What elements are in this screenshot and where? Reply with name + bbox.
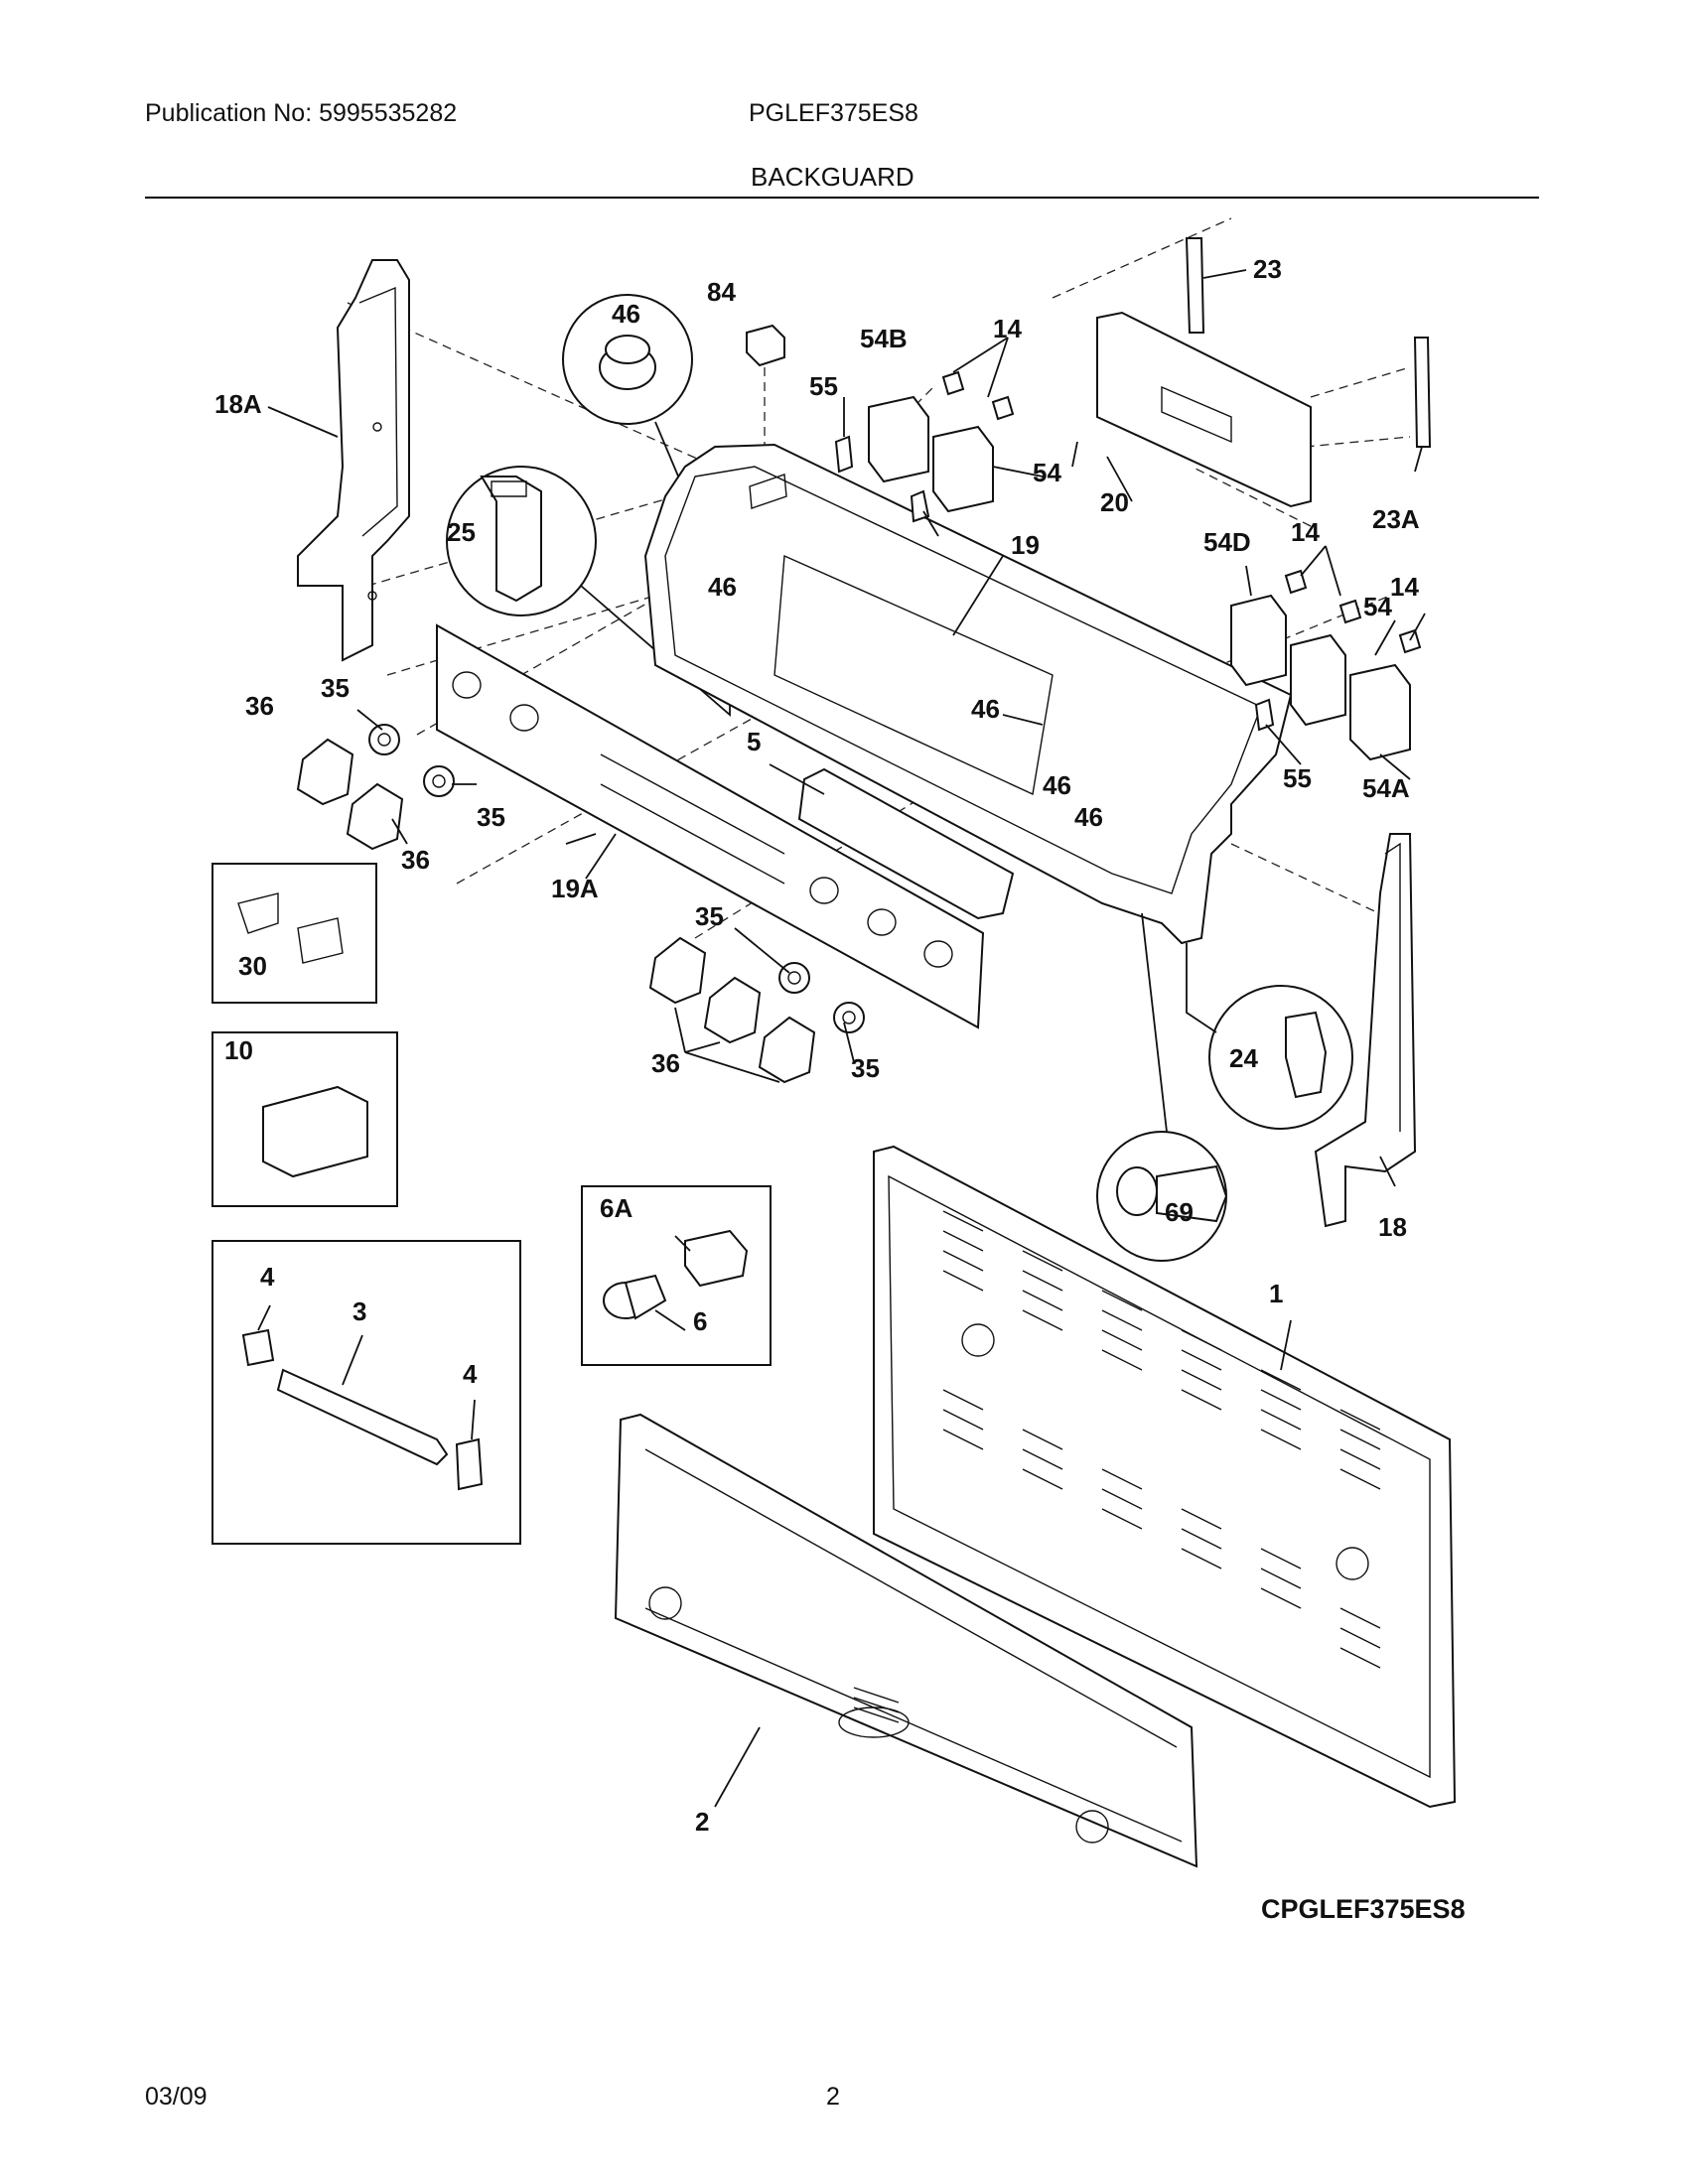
publication-number: Publication No: 5995535282 bbox=[145, 99, 458, 127]
callout-2: 2 bbox=[695, 1807, 709, 1837]
callout-14: 14 bbox=[993, 314, 1022, 343]
callout-19: 19 bbox=[1011, 530, 1040, 560]
callout-18a: 18A bbox=[214, 389, 262, 419]
callout-6a: 6A bbox=[600, 1193, 633, 1223]
callout-54: 54 bbox=[1033, 458, 1061, 487]
callout-54-b: 54 bbox=[1363, 592, 1392, 621]
side-bracket-left-18a bbox=[297, 259, 410, 662]
callout-36-c: 36 bbox=[651, 1048, 680, 1078]
callout-10: 10 bbox=[224, 1035, 253, 1065]
leader-lines bbox=[257, 269, 1426, 1808]
callout-4: 4 bbox=[260, 1262, 275, 1292]
callout-69: 69 bbox=[1165, 1197, 1194, 1227]
switches-top bbox=[834, 370, 1015, 523]
switches-right bbox=[1230, 569, 1422, 761]
header-divider bbox=[145, 197, 1539, 199]
detail-box-3-4 bbox=[211, 1240, 521, 1545]
vent-louvers bbox=[942, 1210, 1381, 1669]
control-panel-19 bbox=[643, 443, 1293, 945]
callout-1: 1 bbox=[1269, 1279, 1283, 1308]
callout-55: 55 bbox=[809, 371, 838, 401]
detail-box-30 bbox=[211, 863, 377, 1004]
callout-25: 25 bbox=[447, 517, 476, 547]
callout-23a: 23A bbox=[1372, 504, 1420, 534]
callout-20: 20 bbox=[1100, 487, 1129, 517]
callout-23: 23 bbox=[1253, 254, 1282, 284]
callout-36-b: 36 bbox=[401, 845, 430, 875]
callout-46-d: 46 bbox=[1043, 770, 1071, 800]
section-title: BACKGUARD bbox=[751, 162, 914, 192]
callout-84: 84 bbox=[707, 277, 736, 307]
callout-54b: 54B bbox=[860, 324, 908, 353]
callout-55-b: 55 bbox=[1283, 763, 1312, 793]
clock-20 bbox=[1096, 237, 1432, 508]
footer-date: 03/09 bbox=[145, 2083, 208, 2111]
callout-labels: 84 46 54B 14 55 54 23 18A 25 19 20 23A 5… bbox=[214, 254, 1420, 1837]
callout-30: 30 bbox=[238, 951, 267, 981]
detail-circle-24 bbox=[1186, 943, 1353, 1130]
callout-35-d: 35 bbox=[851, 1053, 880, 1083]
side-bracket-right-18 bbox=[1314, 833, 1417, 1228]
callout-6: 6 bbox=[693, 1306, 707, 1336]
drawing-code: CPGLEF375ES8 bbox=[1261, 1894, 1466, 1924]
knobs-36-lower bbox=[648, 936, 865, 1084]
detail-box-10 bbox=[211, 1031, 398, 1207]
callout-46: 46 bbox=[612, 299, 640, 329]
callout-46-e: 46 bbox=[1074, 802, 1103, 832]
page-number: 2 bbox=[826, 2083, 840, 2111]
callout-54d: 54D bbox=[1203, 527, 1251, 557]
callout-46-b: 46 bbox=[708, 572, 737, 602]
callout-35-b: 35 bbox=[477, 802, 505, 832]
callout-24: 24 bbox=[1229, 1043, 1258, 1073]
model-number: PGLEF375ES8 bbox=[749, 99, 918, 127]
detail-box-6 bbox=[581, 1185, 772, 1366]
rear-panel-1 bbox=[873, 1145, 1457, 1809]
part-84 bbox=[746, 324, 785, 367]
callout-14-c: 14 bbox=[1390, 572, 1419, 602]
callout-35: 35 bbox=[321, 673, 350, 703]
overlay-panel-19a bbox=[436, 623, 985, 1029]
callout-4-b: 4 bbox=[463, 1359, 478, 1389]
detail-circle-69 bbox=[1096, 912, 1228, 1262]
lower-panel-2 bbox=[614, 1413, 1198, 1868]
callout-5: 5 bbox=[747, 727, 761, 756]
detail-circle-46 bbox=[562, 294, 696, 517]
callout-36: 36 bbox=[245, 691, 274, 721]
knobs-36-left bbox=[296, 724, 455, 851]
callout-54a: 54A bbox=[1362, 773, 1410, 803]
callout-14-b: 14 bbox=[1291, 517, 1320, 547]
trim-5 bbox=[797, 767, 1015, 920]
callout-19a: 19A bbox=[551, 874, 599, 903]
callout-35-c: 35 bbox=[695, 901, 724, 931]
callout-18: 18 bbox=[1378, 1212, 1407, 1242]
callout-46-c: 46 bbox=[971, 694, 1000, 724]
callout-3: 3 bbox=[352, 1297, 366, 1326]
